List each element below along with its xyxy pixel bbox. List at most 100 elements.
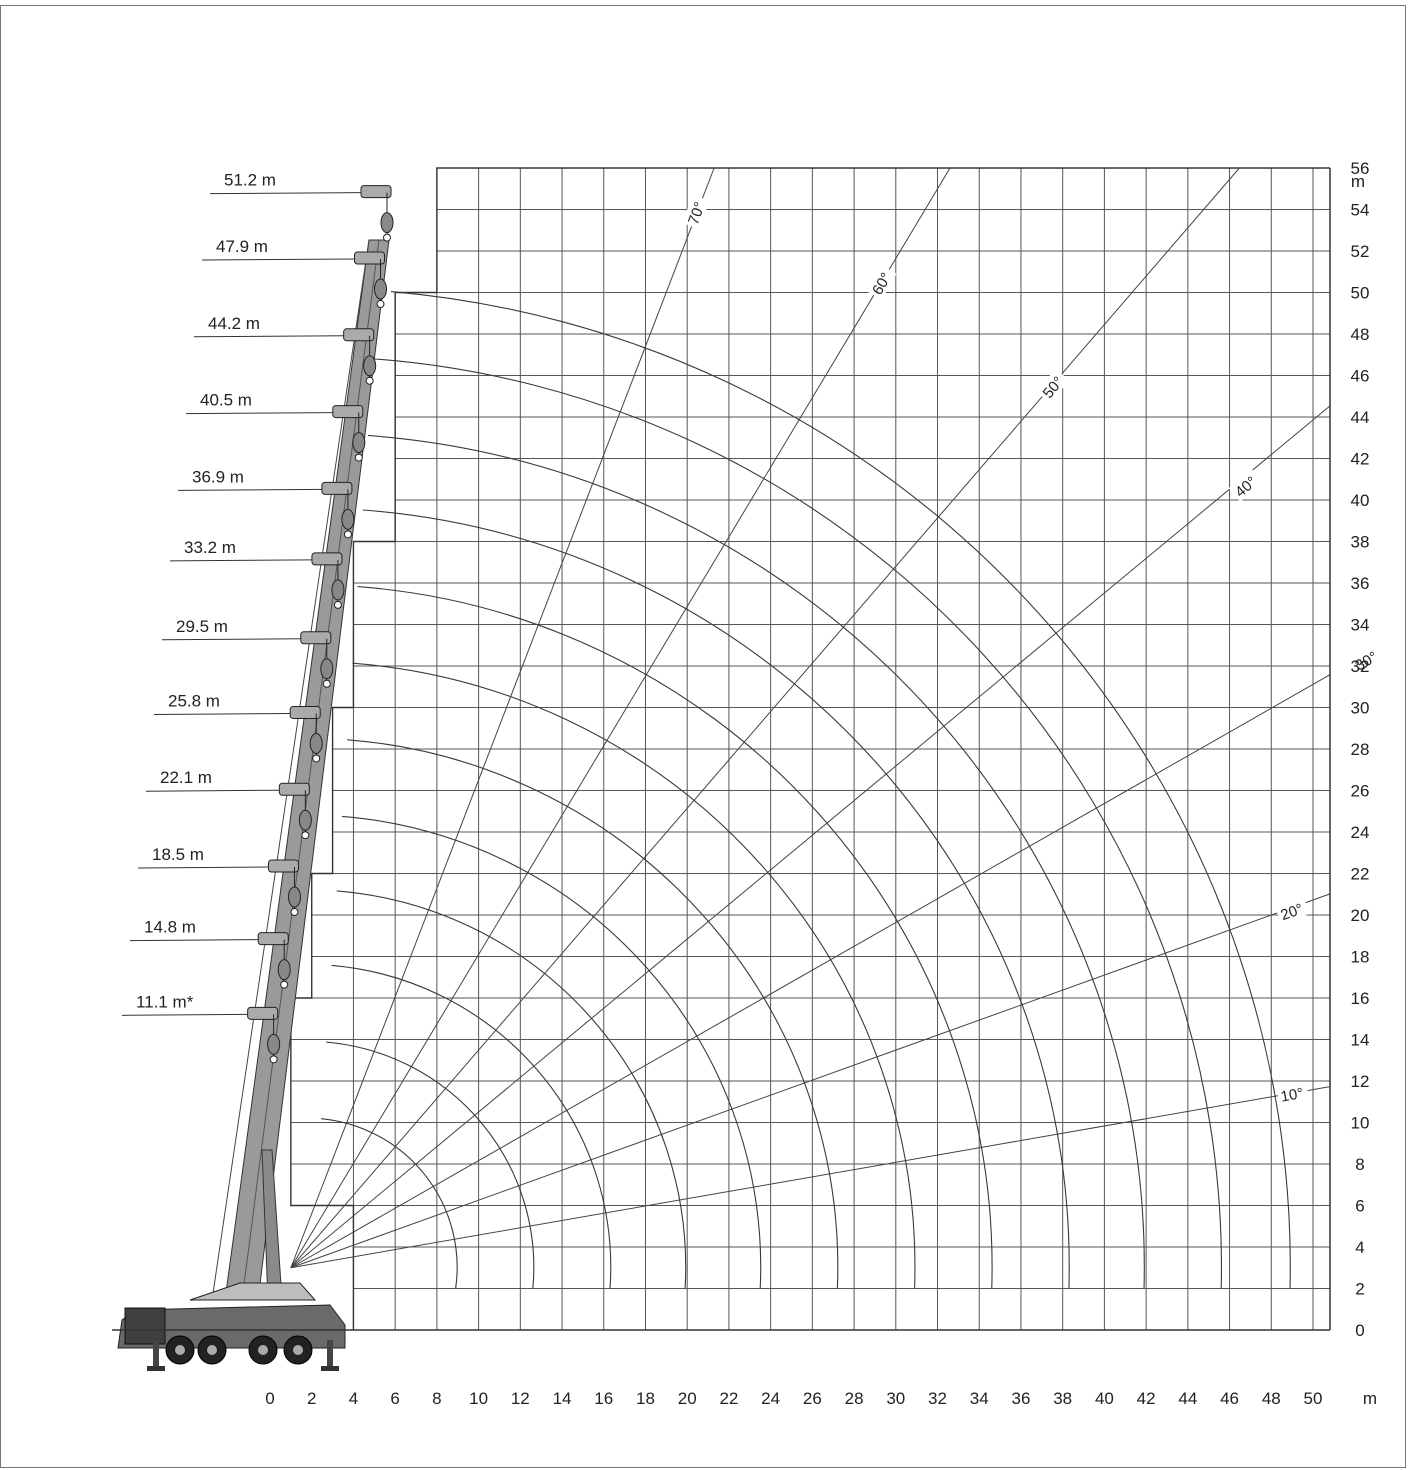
range-arc-0	[390, 290, 1291, 1289]
x-tick-label: 12	[511, 1389, 530, 1408]
angle-label-bg	[1036, 368, 1070, 404]
y-tick-label: 42	[1351, 450, 1370, 469]
hook	[269, 1055, 278, 1064]
x-tick-label: 42	[1137, 1389, 1156, 1408]
x-tick-label: 18	[636, 1389, 655, 1408]
boom-length-label: 47.9 m	[216, 237, 268, 256]
boom-length-label: 11.1 m*	[136, 992, 194, 1011]
boom-leader-line	[129, 939, 259, 942]
y-tick-label: 20	[1351, 906, 1370, 925]
diagram-frame	[0, 5, 1406, 1468]
range-arc-10	[326, 1041, 535, 1289]
hook	[290, 908, 299, 916]
angle-label-20: 20°	[1275, 896, 1310, 924]
hook	[312, 754, 321, 763]
x-tick-label: 36	[1011, 1389, 1030, 1408]
y-tick-label: 52	[1351, 242, 1370, 261]
outrigger-pad	[321, 1366, 339, 1371]
y-tick-label: 46	[1351, 367, 1370, 386]
hook	[365, 376, 374, 385]
angle-label-text: 20°	[1278, 900, 1305, 924]
x-tick-label: 48	[1262, 1389, 1281, 1408]
angle-label-bg	[682, 194, 710, 230]
boom-length-label: 22.1 m	[160, 768, 212, 787]
y-tick-label: 18	[1351, 948, 1370, 967]
boom-length-label: 51.2 m	[224, 171, 276, 190]
range-arc-11	[321, 1118, 458, 1289]
boom-head	[354, 251, 386, 265]
hook-block	[320, 658, 334, 680]
x-tick-label: 40	[1095, 1389, 1114, 1408]
hook-block	[341, 508, 355, 530]
hook	[322, 679, 331, 688]
hook-block	[298, 809, 312, 831]
y-tick-label: 44	[1351, 408, 1370, 427]
angle-label-text: 10°	[1279, 1085, 1304, 1106]
superstructure	[189, 1282, 317, 1301]
angle-label-70: 70°	[682, 194, 710, 230]
x-tick-label: 44	[1178, 1389, 1197, 1408]
angle-line-10	[290, 1086, 1331, 1269]
boom-centerline	[241, 239, 380, 1301]
boom-leader-line	[209, 192, 362, 195]
boom-head	[343, 328, 375, 342]
boom-leader-line	[177, 488, 322, 491]
x-tick-label: 10	[469, 1389, 488, 1408]
hook	[301, 831, 310, 840]
angle-label-50: 50°	[1036, 368, 1070, 404]
angle-label-bg	[866, 264, 897, 300]
range-arc-8	[336, 890, 687, 1289]
boom-length-label: 29.5 m	[176, 617, 228, 636]
x-tick-label: 28	[845, 1389, 864, 1408]
outrigger-pad	[147, 1366, 165, 1371]
boom-head	[321, 481, 353, 495]
range-arc-7	[341, 815, 762, 1289]
x-tick-label: 8	[432, 1389, 441, 1408]
y-tick-label: 48	[1351, 325, 1370, 344]
x-tick-label: 22	[719, 1389, 738, 1408]
boom-leader-line	[145, 789, 280, 792]
y-tick-label: 8	[1355, 1155, 1364, 1174]
x-tick-label: 6	[390, 1389, 399, 1408]
boom-head	[257, 932, 289, 946]
y-tick-label: 12	[1351, 1072, 1370, 1091]
angle-label-bg	[1276, 1082, 1310, 1106]
range-arc-6	[347, 739, 839, 1289]
boom-head	[247, 1006, 279, 1020]
boom-leader-line	[121, 1013, 248, 1016]
boom-head	[360, 185, 392, 199]
hook-block	[363, 355, 377, 377]
range-arc-9	[331, 964, 612, 1289]
boom-leader-line	[185, 412, 333, 415]
angle-label-text: 70°	[685, 200, 709, 227]
hook	[383, 233, 391, 242]
wheel-hub	[175, 1345, 185, 1355]
hook-block	[352, 432, 366, 454]
x-tick-label: 32	[928, 1389, 947, 1408]
y-tick-label: 28	[1351, 740, 1370, 759]
hook-block	[374, 278, 388, 300]
x-tick-label: 38	[1053, 1389, 1072, 1408]
angle-line-50	[290, 167, 1240, 1269]
boom-length-label: 40.5 m	[200, 391, 252, 410]
boom-length-label: 14.8 m	[144, 918, 196, 937]
grid-boundary	[290, 167, 1330, 1330]
x-tick-label: 20	[678, 1389, 697, 1408]
angle-label-bg	[1228, 468, 1264, 502]
range-arc-2	[368, 434, 1145, 1289]
boom-length-label: 18.5 m	[152, 845, 204, 864]
x-tick-label: 30	[886, 1389, 905, 1408]
x-unit-label: m	[1363, 1389, 1377, 1408]
y-tick-label: 30	[1351, 699, 1370, 718]
y-tick-label: 32	[1351, 657, 1370, 676]
angle-label-60: 60°	[866, 264, 897, 300]
crane-cab	[124, 1307, 166, 1345]
hook	[354, 453, 363, 462]
y-tick-label: 22	[1351, 865, 1370, 884]
y-tick-label: 4	[1355, 1238, 1364, 1257]
working-range-arcs	[321, 290, 1291, 1289]
luffing-cylinder	[261, 1149, 283, 1301]
x-tick-label: 34	[970, 1389, 989, 1408]
